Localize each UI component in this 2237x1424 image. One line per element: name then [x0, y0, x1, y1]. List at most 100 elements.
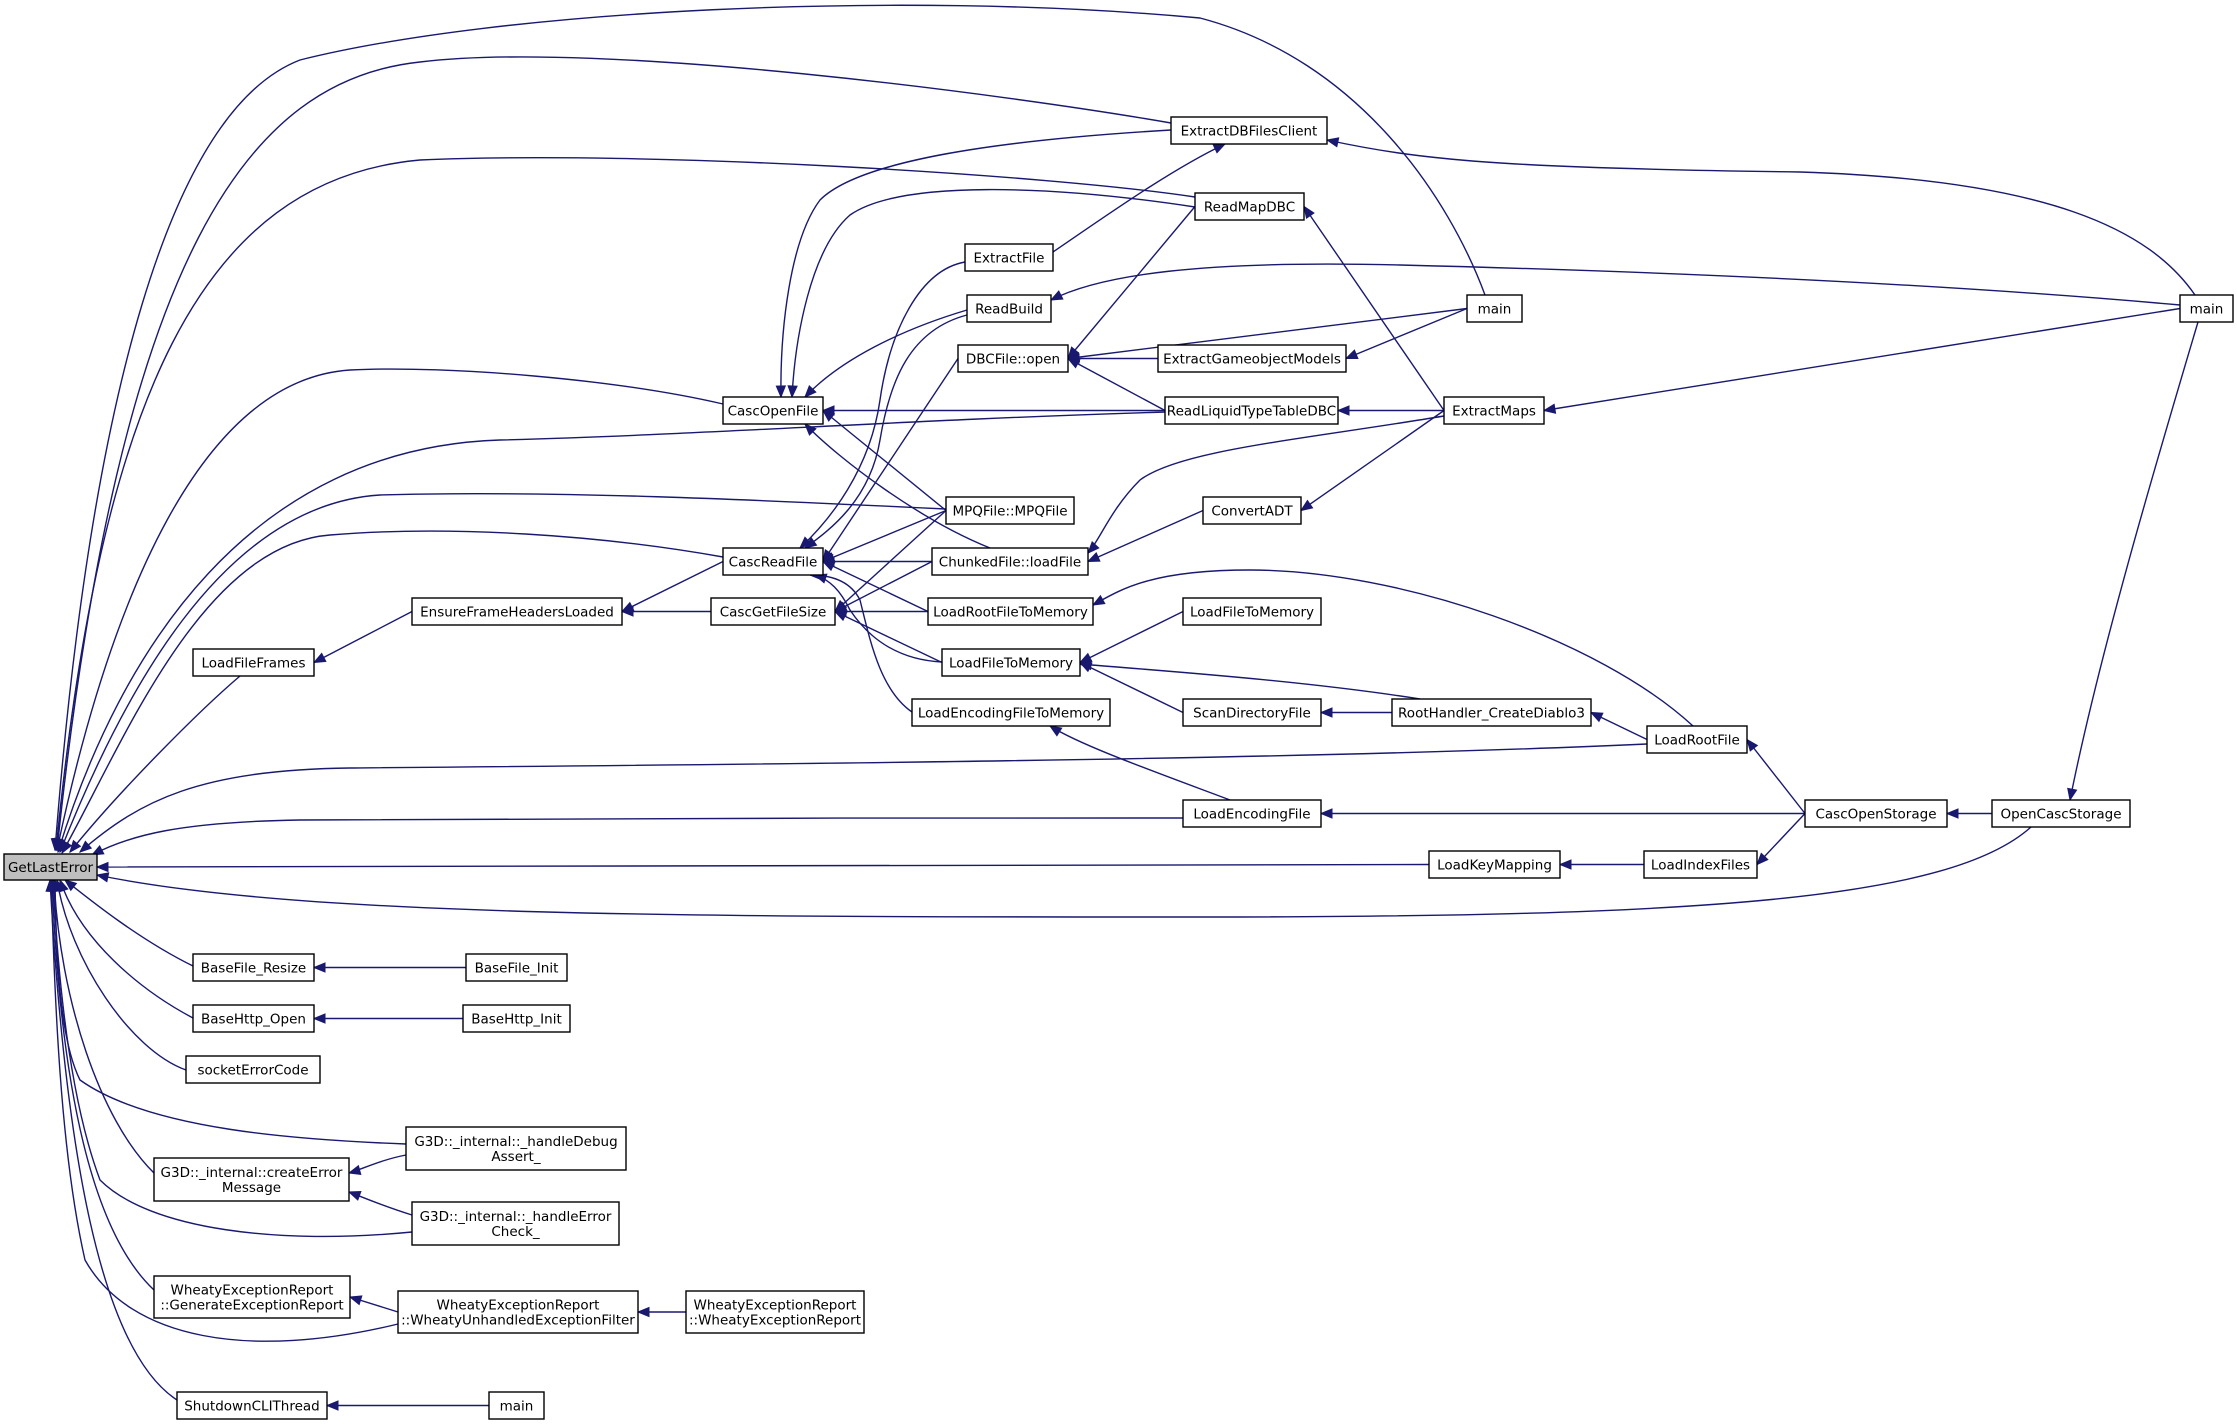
node-box[interactable] — [1443, 396, 1545, 425]
arrowhead-load-file-to-memory-from-root-handler-create-diablo3 — [1078, 659, 1092, 671]
node-box[interactable] — [1991, 799, 2131, 828]
node-read-map-dbc[interactable]: ReadMapDBC — [1194, 192, 1305, 221]
node-box[interactable] — [192, 953, 315, 982]
arrowhead-get-last-error-from-shutdown-clithread — [45, 878, 56, 892]
node-base-file-resize[interactable]: BaseFile_Resize — [192, 953, 315, 982]
node-box[interactable] — [1391, 698, 1592, 727]
node-box[interactable] — [1646, 725, 1748, 754]
node-box[interactable] — [1428, 850, 1561, 879]
node-wergenerate-exception-report[interactable]: WheatyExceptionReport::GenerateException… — [153, 1275, 351, 1319]
node-load-file-to-memory[interactable]: LoadFileToMemory — [941, 648, 1081, 677]
node-box[interactable] — [1194, 192, 1305, 221]
node-box[interactable] — [397, 1290, 639, 1334]
node-casc-open-storage[interactable]: CascOpenStorage — [1804, 799, 1948, 828]
node-box[interactable] — [722, 396, 824, 425]
node-mpqfile-mpqfile[interactable]: MPQFile::MPQFile — [945, 496, 1075, 525]
node-get-last-error[interactable]: GetLastError — [3, 853, 98, 881]
arrowhead-g3-dcreate-error-message-from-g3-dhandle-error-check — [347, 1191, 362, 1201]
edge-extract-maps-to-main-right — [1543, 307, 2181, 412]
node-root-handler-create-diablo3[interactable]: RootHandler_CreateDiablo3 — [1391, 698, 1592, 727]
node-casc-read-file[interactable]: CascReadFile — [722, 547, 824, 576]
node-casc-open-file[interactable]: CascOpenFile — [722, 396, 824, 425]
node-extract-dbfiles-client[interactable]: ExtractDBFilesClient — [1170, 116, 1328, 145]
node-box[interactable] — [153, 1275, 351, 1319]
node-base-file-init[interactable]: BaseFile_Init — [465, 953, 568, 982]
node-scan-directory-file[interactable]: ScanDirectoryFile — [1182, 698, 1322, 727]
node-box[interactable] — [911, 698, 1111, 727]
node-box[interactable] — [1202, 496, 1302, 525]
node-box[interactable] — [1804, 799, 1948, 828]
node-box[interactable] — [192, 1004, 315, 1033]
node-main-mid[interactable]: main — [1466, 294, 1523, 323]
node-box[interactable] — [405, 1126, 627, 1171]
node-extract-maps[interactable]: ExtractMaps — [1443, 396, 1545, 425]
node-box[interactable] — [1182, 698, 1322, 727]
node-load-encoding-file[interactable]: LoadEncodingFile — [1182, 799, 1322, 828]
edge-load-root-file-to-casc-open-storage — [1746, 739, 1806, 814]
node-shutdown-clithread[interactable]: ShutdownCLIThread — [176, 1391, 328, 1420]
node-convert-adt[interactable]: ConvertADT — [1202, 496, 1302, 525]
node-box[interactable] — [1157, 344, 1347, 373]
node-box[interactable] — [1182, 799, 1322, 828]
node-load-root-file[interactable]: LoadRootFile — [1646, 725, 1748, 754]
node-box[interactable] — [957, 344, 1069, 373]
node-load-file-to-memory-top[interactable]: LoadFileToMemory — [1182, 597, 1322, 626]
node-werctor[interactable]: WheatyExceptionReport::WheatyExceptionRe… — [685, 1290, 865, 1334]
node-label: ScanDirectoryFile — [1193, 706, 1311, 722]
node-box[interactable] — [2179, 294, 2234, 323]
arrowhead-get-last-error-from-load-file-frames — [69, 839, 82, 854]
node-load-root-file-to-memory[interactable]: LoadRootFileToMemory — [927, 597, 1094, 626]
node-main-bottom[interactable]: main — [488, 1391, 545, 1420]
node-box[interactable] — [153, 1157, 350, 1202]
node-extract-file[interactable]: ExtractFile — [964, 243, 1054, 272]
node-load-encoding-file-to-memory[interactable]: LoadEncodingFileToMemory — [911, 698, 1111, 727]
node-box[interactable] — [964, 243, 1054, 272]
node-load-key-mapping[interactable]: LoadKeyMapping — [1428, 850, 1561, 879]
node-box[interactable] — [192, 648, 315, 677]
node-box[interactable] — [488, 1391, 545, 1420]
node-base-http-init[interactable]: BaseHttp_Init — [462, 1004, 571, 1033]
node-box[interactable] — [710, 597, 836, 626]
node-box[interactable] — [1182, 597, 1322, 626]
node-box[interactable] — [1466, 294, 1523, 323]
node-box[interactable] — [411, 597, 623, 626]
node-label: BaseFile_Resize — [201, 961, 306, 977]
edge-get-last-error-to-base-http-open — [59, 879, 194, 1019]
node-load-index-files[interactable]: LoadIndexFiles — [1643, 850, 1758, 879]
node-open-casc-storage[interactable]: OpenCascStorage — [1991, 799, 2131, 828]
node-box[interactable] — [927, 597, 1094, 626]
node-box[interactable] — [465, 953, 568, 982]
node-box[interactable] — [1164, 396, 1339, 425]
node-chunked-file-load-file[interactable]: ChunkedFile::loadFile — [931, 547, 1089, 576]
node-box[interactable] — [1170, 116, 1328, 145]
node-read-liquid-type-table-dbc[interactable]: ReadLiquidTypeTableDBC — [1164, 396, 1339, 425]
node-extract-gameobject-models[interactable]: ExtractGameobjectModels — [1157, 344, 1347, 373]
node-casc-get-file-size[interactable]: CascGetFileSize — [710, 597, 836, 626]
node-box[interactable] — [685, 1290, 865, 1334]
node-box[interactable] — [462, 1004, 571, 1033]
node-box[interactable] — [185, 1055, 321, 1084]
node-box[interactable] — [722, 547, 824, 576]
node-box[interactable] — [966, 294, 1052, 323]
edge-casc-get-file-size-to-mpqfile-mpqfile — [834, 509, 947, 613]
node-box[interactable] — [176, 1391, 328, 1420]
node-box[interactable] — [941, 648, 1081, 677]
node-socket-error-code[interactable]: socketErrorCode — [185, 1055, 321, 1084]
node-ensure-frame-headers-loaded[interactable]: EnsureFrameHeadersLoaded — [411, 597, 623, 626]
node-base-http-open[interactable]: BaseHttp_Open — [192, 1004, 315, 1033]
node-box[interactable] — [411, 1201, 620, 1246]
node-main-right[interactable]: main — [2179, 294, 2234, 323]
node-box[interactable] — [931, 547, 1089, 576]
node-dbcfile-open[interactable]: DBCFile::open — [957, 344, 1069, 373]
node-werunhandled-exception-filter[interactable]: WheatyExceptionReport::WheatyUnhandledEx… — [397, 1290, 639, 1334]
node-box[interactable] — [3, 853, 98, 881]
node-load-file-frames[interactable]: LoadFileFrames — [192, 648, 315, 677]
node-box[interactable] — [945, 496, 1075, 525]
arrowhead-casc-get-file-size-from-load-file-to-memory — [833, 610, 848, 622]
node-label: LoadFileFrames — [201, 656, 305, 672]
node-box[interactable] — [1643, 850, 1758, 879]
node-read-build[interactable]: ReadBuild — [966, 294, 1052, 323]
